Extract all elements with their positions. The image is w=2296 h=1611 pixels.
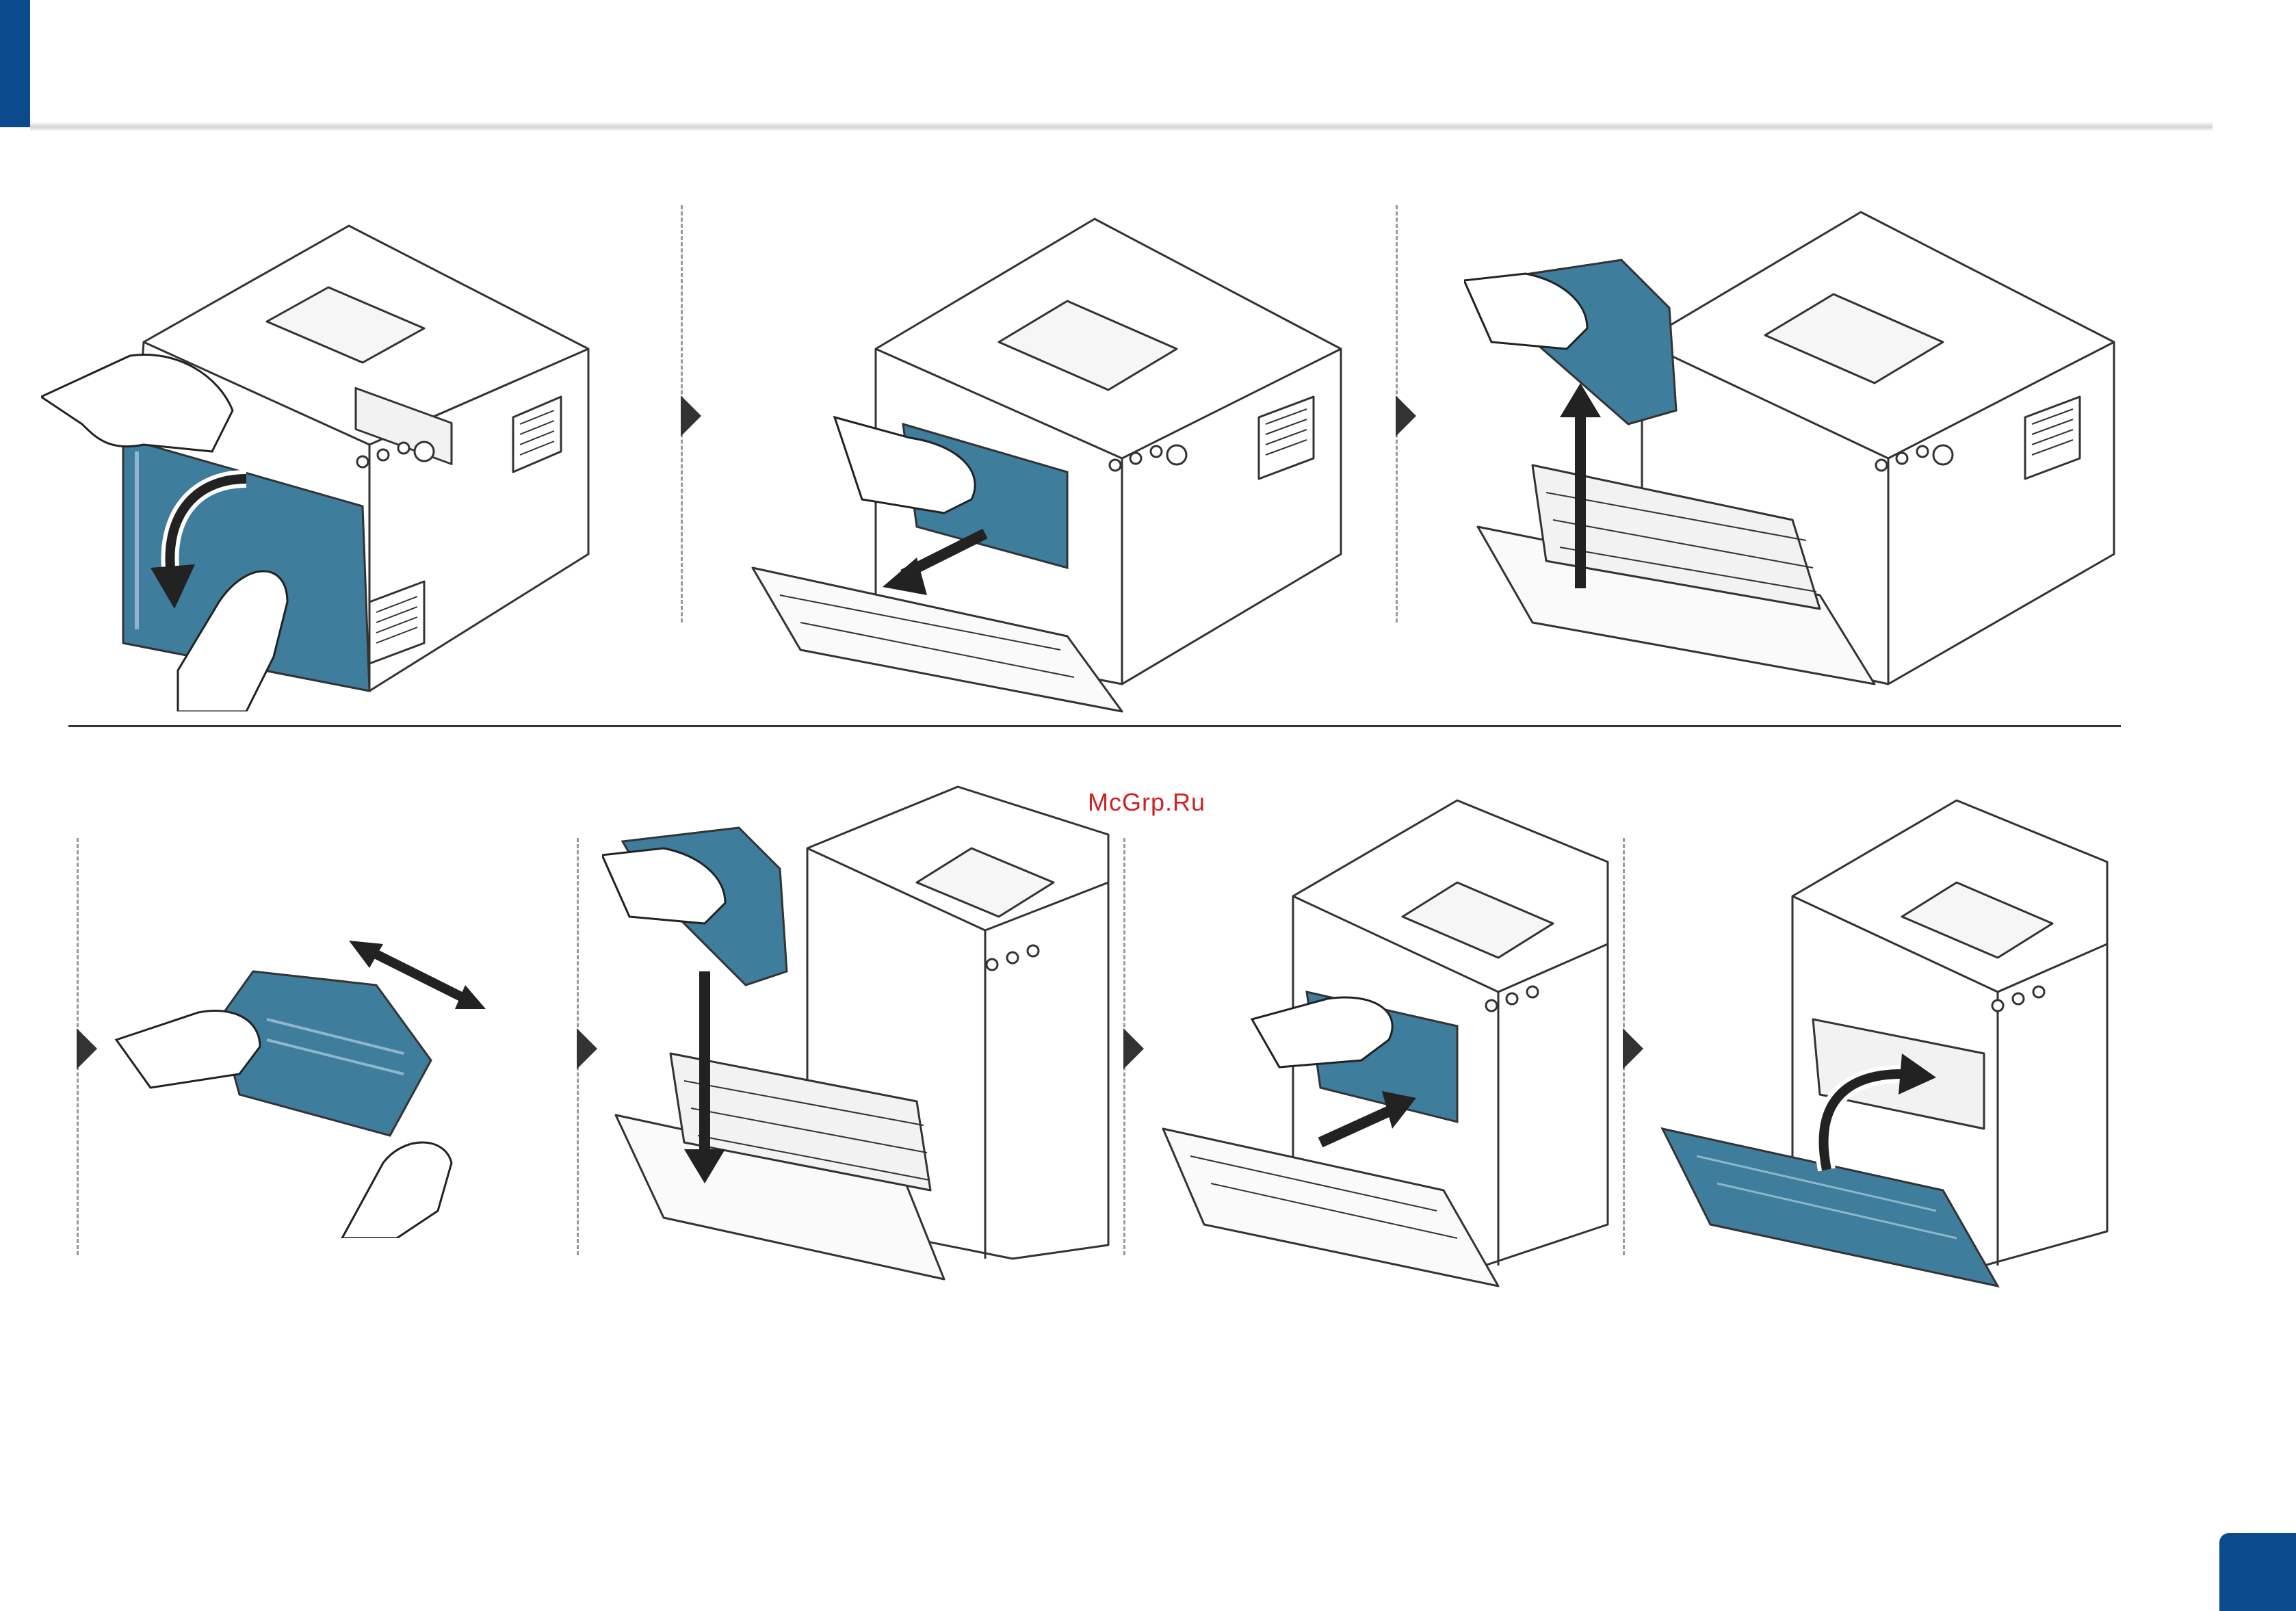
section-divider — [68, 725, 2121, 727]
step-arrow-icon — [1623, 1028, 1643, 1069]
step-arrow-icon — [1123, 1028, 1144, 1069]
step-1-open-front-cover-illustration — [41, 219, 616, 711]
corner-section-tab — [0, 0, 30, 127]
page-number-tab — [2219, 1533, 2296, 1611]
step-3-lift-toner-cartridge-illustration — [1464, 205, 2135, 711]
step-arrow-icon — [1396, 395, 1416, 436]
step-7-close-front-cover-illustration — [1656, 787, 2121, 1293]
step-4-shake-toner-cartridge-illustration — [109, 937, 534, 1238]
step-arrow-icon — [681, 395, 701, 436]
header-rule — [30, 122, 2213, 131]
step-arrow-icon — [577, 1028, 597, 1069]
step-5-insert-toner-cartridge-illustration — [602, 780, 1122, 1286]
step-6-push-waste-toner-container-illustration — [1156, 787, 1615, 1293]
step-arrow-icon — [77, 1028, 97, 1069]
step-2-pull-waste-toner-container-illustration — [739, 212, 1355, 718]
